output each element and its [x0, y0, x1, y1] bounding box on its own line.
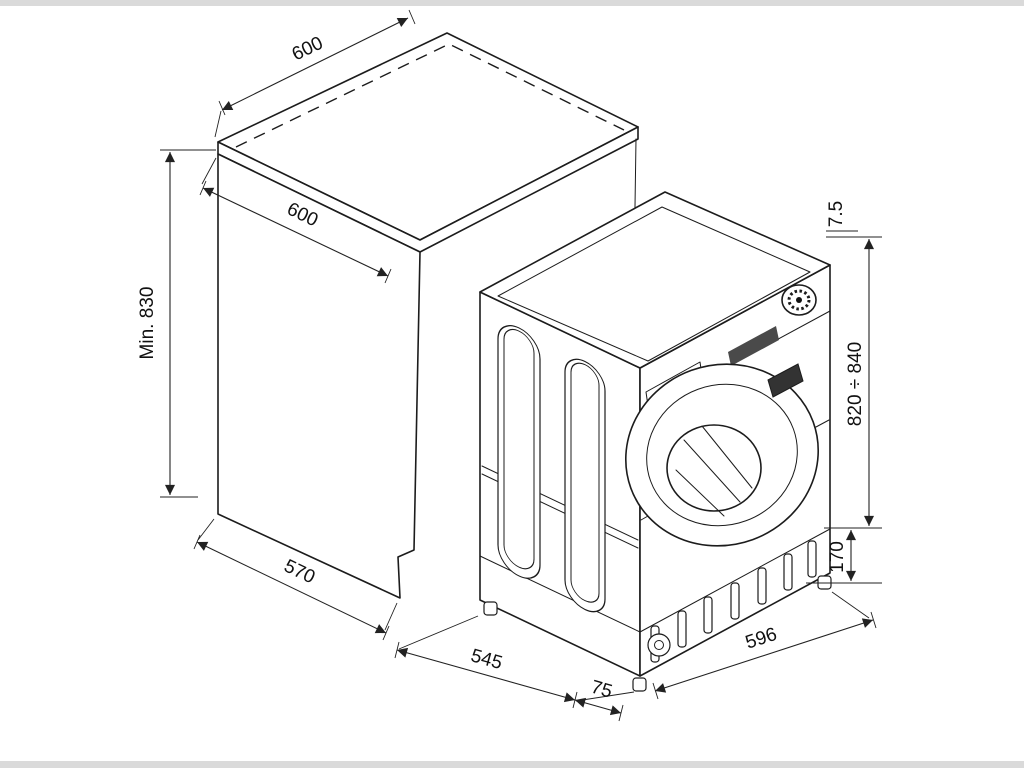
vent-slat — [703, 596, 713, 634]
extension-lines — [824, 236, 882, 529]
machine-top-face — [479, 191, 831, 369]
drum-detail-lines — [675, 425, 753, 517]
drain-pump-cover — [647, 633, 671, 657]
dimension-arrow — [654, 618, 874, 693]
foot — [817, 575, 832, 590]
drum-opening — [666, 424, 762, 512]
dimension-arrow — [574, 697, 622, 716]
washing-machine-drawing — [479, 191, 832, 692]
machine-top-lid-line — [497, 206, 811, 362]
dim-label-top-clearance: 7.5 — [826, 201, 847, 227]
dim-door-protrusion: 75 — [574, 677, 624, 722]
vent-slat — [677, 610, 687, 648]
transport-brace-panel-inner — [570, 362, 600, 603]
dim-label-machine-width: 596 — [743, 624, 780, 654]
dim-label-machine-height-range: 820 ÷ 840 — [845, 342, 866, 426]
vent-slat — [730, 582, 740, 620]
machine-feet — [483, 575, 832, 692]
dimension-arrow — [202, 187, 389, 277]
program-knob-ring — [787, 289, 811, 311]
transport-brace-panel-inner — [503, 328, 535, 570]
countertop-hidden-line — [235, 43, 625, 148]
vent-slat — [807, 540, 817, 578]
transport-brace-panels — [497, 325, 606, 613]
dim-top-clearance: 7.5 — [826, 201, 858, 232]
dim-label-service-gap-height: 170 — [827, 541, 848, 573]
extension-lines — [160, 149, 216, 498]
dim-label-machine-body-depth: 545 — [468, 645, 504, 674]
bottom-letterbox — [0, 761, 1024, 768]
top-letterbox — [0, 0, 1024, 6]
dim-label-cabinet-front-width: 570 — [281, 556, 319, 589]
foot — [483, 601, 498, 616]
dim-niche-min-height: Min. 830 — [137, 149, 216, 498]
dim-label-cabinet-top-depth: 600 — [289, 33, 327, 66]
dim-machine-height-range: 820 ÷ 840 — [824, 236, 882, 529]
vent-slat — [757, 567, 767, 605]
door-inner-rim — [646, 383, 798, 527]
door-handle — [767, 363, 804, 398]
vent-slat — [783, 553, 793, 591]
display-screen — [728, 326, 779, 366]
dimension-arrow — [196, 541, 387, 634]
dim-service-gap-height: 170 — [806, 530, 882, 584]
base-plinth-line — [639, 528, 831, 633]
dimension-arrow — [221, 17, 409, 111]
transport-brace-panel — [564, 358, 606, 613]
foot — [632, 677, 647, 692]
dimension-arrow — [396, 647, 576, 703]
left-face-plinth-line — [479, 555, 641, 633]
program-knob-center — [796, 297, 802, 303]
transport-brace-panel — [497, 325, 541, 579]
dim-label-niche-min-height: Min. 830 — [137, 287, 158, 360]
porthole-door — [624, 363, 820, 547]
